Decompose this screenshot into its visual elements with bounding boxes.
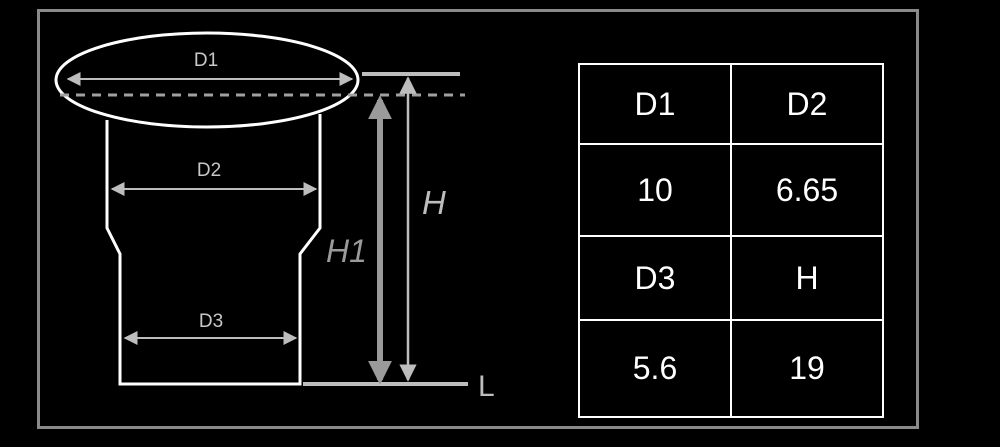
- table-row: 5.6 19: [578, 319, 884, 418]
- cap-ellipse: [54, 31, 360, 129]
- table-cell: D3: [578, 235, 732, 321]
- table-cell: 5.6: [578, 319, 732, 418]
- table-cell: D1: [578, 63, 732, 145]
- table-cell: 6.65: [730, 143, 884, 237]
- table-row: D1 D2: [578, 63, 884, 145]
- table-row: 10 6.65: [578, 143, 884, 237]
- h1-label: H1: [326, 233, 367, 269]
- dimension-table: D1 D2 10 6.65 D3 H 5.6 19: [578, 63, 884, 418]
- outer-frame: [37, 9, 919, 429]
- d1-label: D1: [194, 50, 218, 71]
- d3-label: D3: [199, 311, 223, 332]
- table-cell: 19: [730, 319, 884, 418]
- h-label: H: [422, 184, 446, 221]
- l-label: L: [478, 370, 495, 403]
- part-body-outline: [105, 114, 322, 386]
- table-row: D3 H: [578, 235, 884, 321]
- d2-label: D2: [197, 160, 221, 181]
- table-cell: 10: [578, 143, 732, 237]
- table-cell: H: [730, 235, 884, 321]
- table-cell: D2: [730, 63, 884, 145]
